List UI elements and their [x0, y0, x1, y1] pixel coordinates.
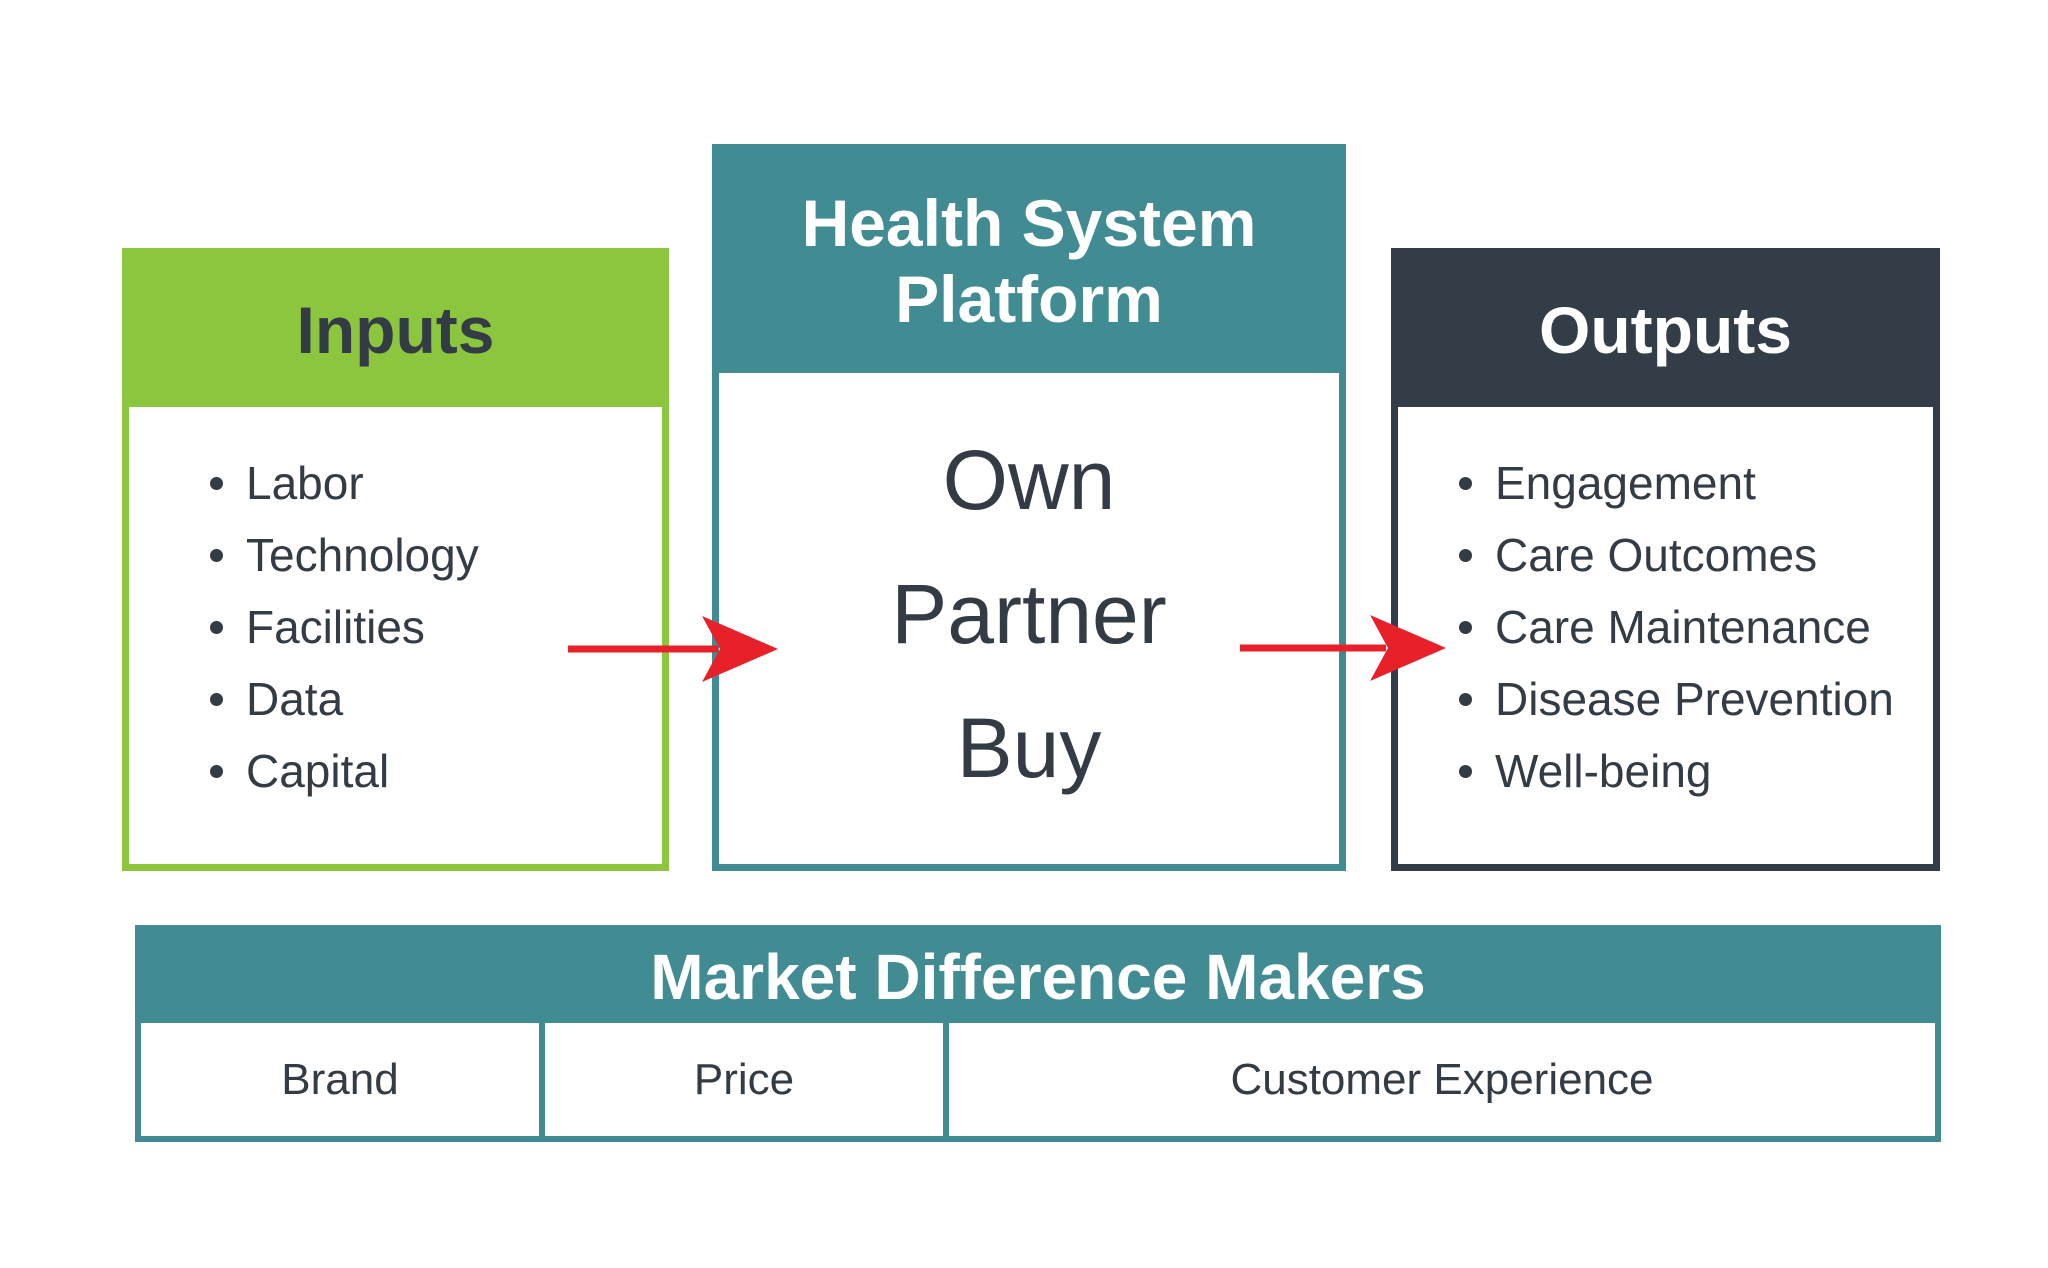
list-item: Disease Prevention [1459, 663, 1894, 735]
arrow-right-icon [1240, 615, 1446, 681]
list-item: Well-being [1459, 735, 1894, 807]
arrow-right-icon [568, 616, 778, 682]
market-cell-brand: Brand [141, 1023, 545, 1136]
outputs-header: Outputs [1398, 255, 1933, 407]
market-cell-price: Price [545, 1023, 949, 1136]
inputs-box: Inputs Labor Technology Facilities Data … [122, 248, 669, 871]
inputs-title: Inputs [296, 293, 495, 368]
list-item: Care Maintenance [1459, 591, 1894, 663]
platform-box: Health System Platform Own Partner Buy [712, 144, 1346, 871]
platform-option-partner: Partner [891, 567, 1167, 661]
outputs-title: Outputs [1539, 293, 1792, 368]
inputs-list: Labor Technology Facilities Data Capital [210, 447, 479, 807]
market-title: Market Difference Makers [141, 931, 1935, 1023]
list-item: Technology [210, 519, 479, 591]
list-item: Facilities [210, 591, 479, 663]
market-cell-customer-experience: Customer Experience [949, 1023, 1935, 1136]
list-item: Data [210, 663, 479, 735]
list-item: Engagement [1459, 447, 1894, 519]
list-item: Care Outcomes [1459, 519, 1894, 591]
list-item: Labor [210, 447, 479, 519]
market-cell-label: Customer Experience [1230, 1054, 1654, 1104]
platform-header: Health System Platform [719, 151, 1339, 373]
market-cell-label: Price [693, 1054, 795, 1104]
outputs-box: Outputs Engagement Care Outcomes Care Ma… [1391, 248, 1940, 871]
list-item: Capital [210, 735, 479, 807]
inputs-header: Inputs [129, 255, 662, 407]
platform-title-line2: Platform [895, 262, 1163, 336]
platform-option-buy: Buy [956, 701, 1102, 795]
platform-options: Own Partner Buy [719, 413, 1339, 815]
platform-option-own: Own [942, 433, 1116, 527]
market-difference-makers: Market Difference Makers Brand Price Cus… [135, 925, 1941, 1142]
market-cell-label: Brand [281, 1054, 399, 1104]
outputs-list: Engagement Care Outcomes Care Maintenanc… [1459, 447, 1894, 807]
platform-title-line1: Health System [801, 186, 1257, 261]
